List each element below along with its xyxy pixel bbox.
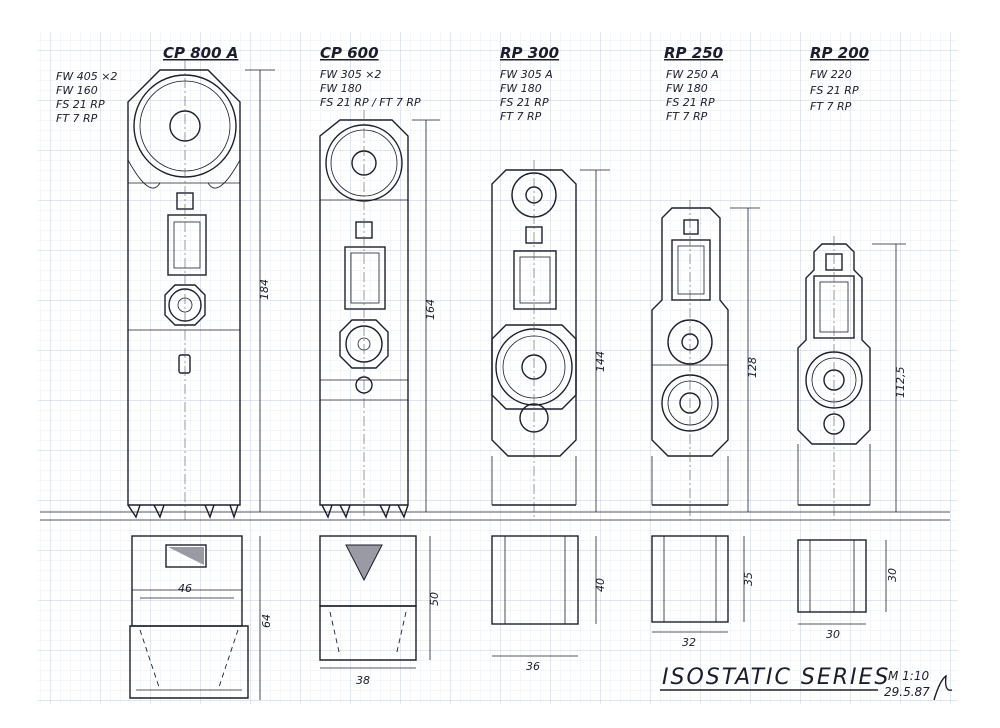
width-dim-cp600: 38	[356, 674, 370, 687]
height-dim-rp300: 144	[594, 351, 607, 372]
specs-rp300: FW 305 A FW 180 FS 21 RP FT 7 RP	[500, 68, 553, 123]
svg-text:FS 21 RP: FS 21 RP	[666, 96, 715, 109]
depth-dim-cp600: 50	[428, 592, 441, 606]
svg-text:FT 7 RP: FT 7 RP	[666, 110, 708, 123]
speaker-cp600-base	[319, 535, 417, 661]
model-title-cp800a: CP 800 A	[163, 44, 238, 62]
depth-dim-rp300: 40	[594, 578, 607, 592]
speaker-cp600-front	[319, 110, 409, 520]
svg-text:FW 180: FW 180	[500, 82, 542, 95]
width-dim-rp250: 32	[682, 636, 696, 649]
speaker-rp300-front	[491, 160, 577, 520]
speaker-rp300-base	[491, 535, 579, 625]
model-title-rp200: RP 200	[810, 44, 869, 62]
speaker-cp800a-front	[127, 60, 241, 520]
svg-text:FS 21 RP: FS 21 RP	[500, 96, 549, 109]
graph-paper-grid	[38, 32, 958, 704]
svg-text:FS 21 RP: FS 21 RP	[810, 84, 859, 97]
dimension-lines	[140, 69, 906, 700]
height-dim-cp600: 164	[424, 299, 437, 320]
speaker-rp200-base	[797, 539, 867, 613]
svg-text:FW 180: FW 180	[320, 82, 362, 95]
svg-text:FW 305 A: FW 305 A	[500, 68, 553, 81]
svg-text:FW 250 A: FW 250 A	[666, 68, 719, 81]
width-dim-rp300: 36	[526, 660, 540, 673]
width-dim-rp200: 30	[826, 628, 840, 641]
specs-cp800a: FW 405 ×2 FW 160 FS 21 RP FT 7 RP	[56, 70, 117, 125]
svg-text:FW 160: FW 160	[56, 84, 98, 97]
height-dim-cp800a: 184	[258, 279, 271, 300]
svg-text:FW 220: FW 220	[810, 68, 852, 81]
speaker-cp800a-base	[129, 535, 249, 699]
specs-rp200: FW 220 FS 21 RP FT 7 RP	[810, 68, 859, 113]
signature-mark	[933, 674, 953, 701]
date-label: 29.5.87	[884, 685, 930, 699]
speaker-rp250-front	[651, 200, 729, 520]
model-title-cp600: CP 600	[320, 44, 379, 62]
depth-dim-cp800a: 64	[260, 614, 273, 628]
svg-text:FW 180: FW 180	[666, 82, 708, 95]
svg-text:FS 21 RP / FT 7 RP: FS 21 RP / FT 7 RP	[320, 96, 421, 109]
specs-cp600: FW 305 ×2 FW 180 FS 21 RP / FT 7 RP	[320, 68, 421, 109]
height-dim-rp250: 128	[746, 357, 759, 378]
svg-text:FT 7 RP: FT 7 RP	[500, 110, 542, 123]
svg-text:FW 405 ×2: FW 405 ×2	[56, 70, 117, 83]
svg-text:FW 305 ×2: FW 305 ×2	[320, 68, 381, 81]
series-title: ISOSTATIC SERIES	[662, 665, 890, 690]
svg-text:FS 21 RP: FS 21 RP	[56, 98, 105, 111]
depth-dim-rp250: 35	[742, 572, 755, 586]
height-dim-rp200: 112,5	[894, 367, 907, 399]
width-dim-cp800a: 46	[178, 582, 192, 595]
speaker-rp250-base	[651, 535, 729, 623]
depth-dim-rp200: 30	[886, 568, 899, 582]
svg-text:FT 7 RP: FT 7 RP	[56, 112, 98, 125]
specs-rp250: FW 250 A FW 180 FS 21 RP FT 7 RP	[666, 68, 719, 123]
svg-text:FT 7 RP: FT 7 RP	[810, 100, 852, 113]
speaker-rp200-front	[797, 236, 871, 520]
scale-label: M 1:10	[888, 669, 929, 683]
model-title-rp300: RP 300	[500, 44, 559, 62]
model-title-rp250: RP 250	[664, 44, 723, 62]
